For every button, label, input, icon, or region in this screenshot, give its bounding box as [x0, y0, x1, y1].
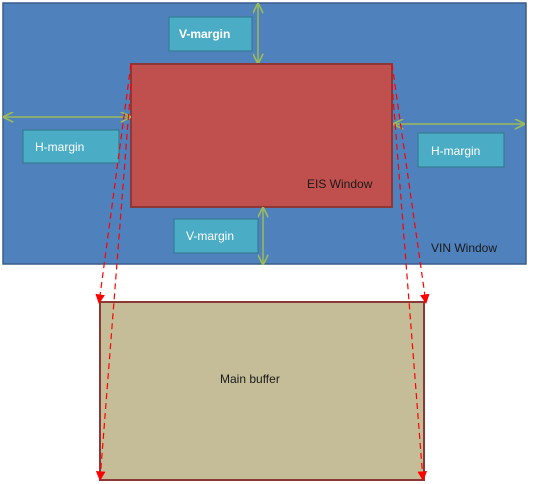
projection-line-bottom-left: [95, 83, 132, 481]
projection-line-top-left-outer: [95, 63, 132, 304]
eis-window-label: EIS Window: [307, 177, 373, 191]
h-margin-left-box: [22, 129, 120, 164]
v-margin-bottom-label: V-margin: [186, 229, 234, 243]
v-margin-top-label: V-margin: [179, 27, 230, 41]
h-margin-right-box: [417, 132, 505, 168]
main-buffer-label: Main buffer: [220, 372, 280, 386]
main-buffer: [99, 301, 425, 481]
h-margin-left-label: H-margin: [35, 140, 84, 154]
v-margin-top-box: [168, 16, 253, 52]
v-margin-bottom-box: [173, 218, 259, 254]
vin-window-label: VIN Window: [431, 241, 497, 255]
projection-line-bottom-right: [391, 83, 428, 481]
projection-line-top-right-outer: [391, 63, 430, 304]
h-margin-right-label: H-margin: [431, 144, 480, 158]
